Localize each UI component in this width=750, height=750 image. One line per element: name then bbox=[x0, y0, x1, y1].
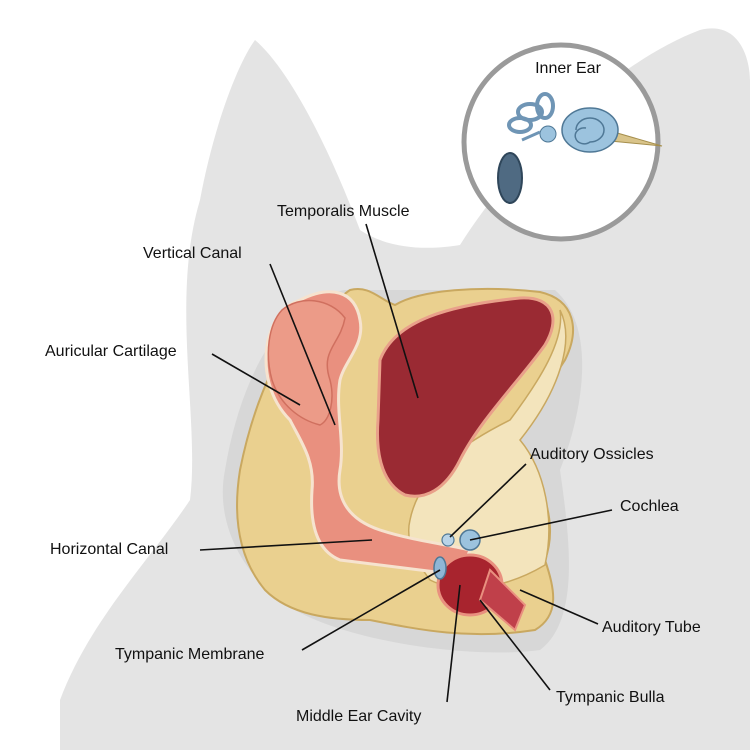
label-tympanic-bulla: Tympanic Bulla bbox=[556, 689, 665, 706]
leader-tympanic-bulla bbox=[479, 599, 551, 691]
auricular-cartilage bbox=[267, 299, 346, 426]
temporalis-muscle bbox=[375, 296, 555, 498]
leader-vertical-canal bbox=[269, 263, 336, 426]
leader-temporalis bbox=[365, 223, 419, 399]
label-middle-ear-cavity: Middle Ear Cavity bbox=[296, 708, 421, 725]
leader-horizontal-canal bbox=[199, 539, 373, 551]
label-auditory-tube: Auditory Tube bbox=[602, 619, 701, 636]
label-vertical-canal: Vertical Canal bbox=[143, 245, 242, 262]
auditory-tube bbox=[478, 568, 527, 632]
semicircular-canals bbox=[507, 92, 555, 134]
cochlea-inset bbox=[561, 107, 619, 153]
leader-auditory-tube bbox=[519, 589, 599, 625]
label-auricular-cartilage: Auricular Cartilage bbox=[45, 343, 177, 360]
label-tympanic-membrane: Tympanic Membrane bbox=[115, 646, 264, 663]
tympanic-membrane bbox=[433, 556, 447, 580]
label-auditory-ossicles: Auditory Ossicles bbox=[530, 446, 654, 463]
leader-auricular bbox=[211, 353, 301, 406]
leader-tympanic-membrane bbox=[301, 569, 441, 651]
label-cochlea: Cochlea bbox=[620, 498, 679, 515]
inner-ear-inset: Inner Ear bbox=[461, 42, 663, 242]
leader-middle-ear bbox=[446, 584, 461, 703]
label-temporalis-muscle: Temporalis Muscle bbox=[277, 203, 410, 220]
label-horizontal-canal: Horizontal Canal bbox=[50, 541, 168, 558]
leader-cochlea bbox=[469, 509, 613, 541]
inset-title: Inner Ear bbox=[535, 60, 601, 77]
leader-ossicles bbox=[449, 463, 527, 538]
eardrum-inset bbox=[497, 152, 523, 204]
